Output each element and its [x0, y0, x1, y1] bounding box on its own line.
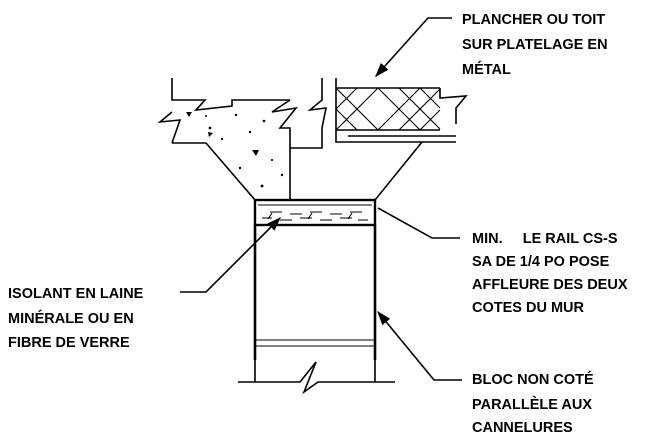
label-rail-line3: AFFLEURE DES DEUX	[472, 277, 628, 293]
label-floor-roof-line1: PLANCHER OU TOIT	[462, 12, 605, 28]
concrete-slab	[157, 78, 298, 201]
label-rail: MIN. LE RAIL CS-S SA DE 1/4 PO POSE AFFL…	[472, 231, 628, 316]
label-floor-roof-line2: SUR PLATELAGE EN	[462, 37, 608, 53]
roof-insulation-hatch	[335, 87, 441, 131]
label-block-line3: CANNELURES	[472, 420, 573, 436]
label-insulation: ISOLANT EN LAINE MINÉRALE OU EN FIBRE DE…	[8, 286, 144, 351]
label-insulation-line1: ISOLANT EN LAINE	[8, 286, 144, 302]
concrete-block-wall	[238, 225, 395, 395]
label-block: BLOC NON COTÉ PARALLÈLE AUX CANNELURES	[472, 371, 594, 436]
leader-block	[377, 310, 462, 381]
label-rail-line2: SA DE 1/4 PO POSE	[472, 254, 610, 270]
aggregate-marks	[186, 112, 284, 188]
label-floor-roof-line3: MÉTAL	[462, 61, 511, 78]
leader-floor-roof	[375, 17, 452, 78]
label-insulation-line2: MINÉRALE OU EN	[8, 310, 134, 327]
leader-insulation	[180, 216, 282, 293]
label-insulation-line3: FIBRE DE VERRE	[8, 335, 130, 351]
wall-top-rail	[253, 198, 377, 227]
label-floor-roof: PLANCHER OU TOIT SUR PLATELAGE EN MÉTAL	[462, 12, 608, 78]
label-block-line2: PARALLÈLE AUX	[472, 396, 592, 413]
metal-deck-roof	[290, 78, 468, 201]
label-rail-line1: MIN. LE RAIL CS-S	[472, 231, 618, 247]
label-rail-line4: COTES DU MUR	[472, 300, 585, 316]
label-block-line1: BLOC NON COTÉ	[472, 371, 594, 388]
leader-rail	[377, 207, 460, 239]
mineral-wool-fill	[262, 211, 368, 221]
